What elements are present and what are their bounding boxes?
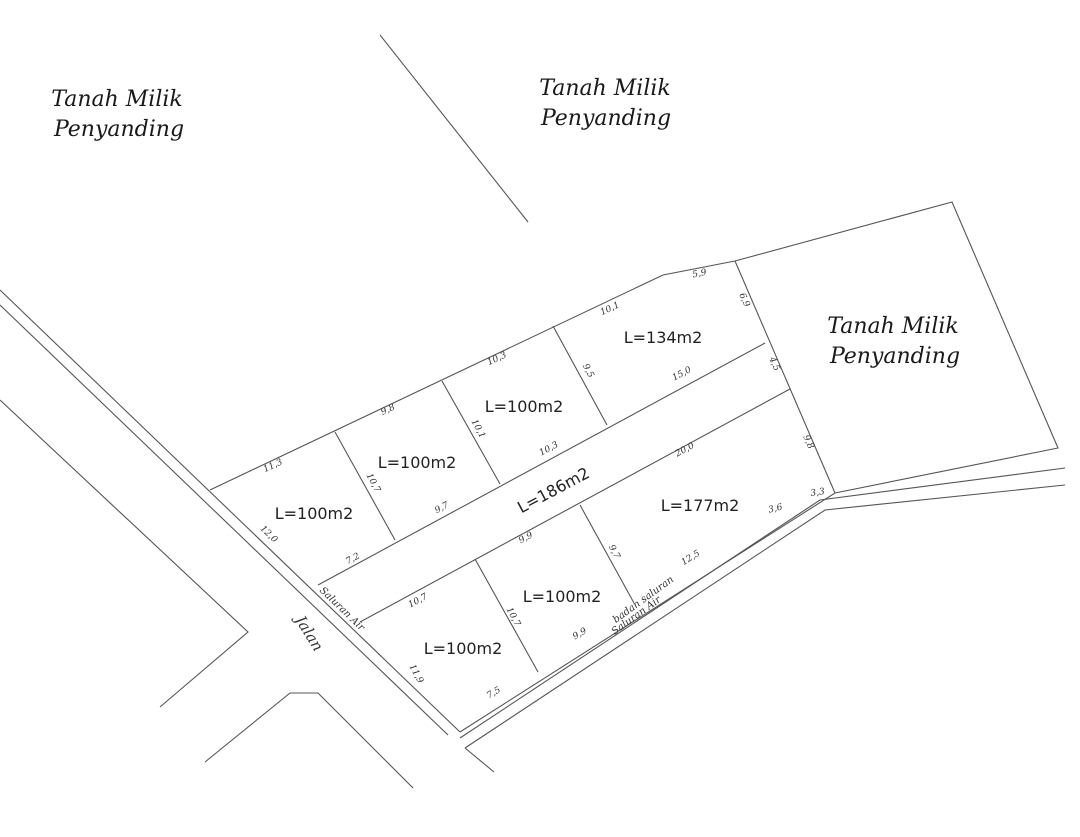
road-edge xyxy=(0,304,449,736)
neighbor-label-left-1: Tanah Milik xyxy=(51,87,183,112)
road-label-jalan: Jalan xyxy=(290,610,327,655)
dimension-label: 9,9 xyxy=(517,530,535,546)
dimension-label: 15,0 xyxy=(671,365,694,383)
lot-divider xyxy=(474,558,539,673)
neighbor-label-right-1: Tanah Milik xyxy=(827,314,959,339)
dimension-label: 7,5 xyxy=(485,685,503,701)
lot-area-lower-mid: L=100m2 xyxy=(523,587,602,606)
dimension-label: 3,6 xyxy=(767,502,784,515)
lot-area-upper-mid: L=100m2 xyxy=(485,397,564,416)
dimension-label: 9,7 xyxy=(606,543,622,561)
lot-area-upper-left: L=100m2 xyxy=(378,453,457,472)
lot-area-lower-left: L=100m2 xyxy=(424,639,503,658)
lot-area-177: L=177m2 xyxy=(661,496,740,515)
dimension-label: 11,9 xyxy=(407,663,425,686)
road-edge xyxy=(0,399,249,708)
neighbor-label-top-2: Penyanding xyxy=(540,106,671,131)
dimension-label: 9,5 xyxy=(580,362,596,380)
neighbor-label-right-2: Penyanding xyxy=(829,344,960,369)
lot-divider xyxy=(552,325,608,426)
dimension-label: 10,7 xyxy=(504,606,522,629)
lot-divider xyxy=(334,431,396,541)
dimension-label: 12,0 xyxy=(258,524,280,545)
road-edge xyxy=(204,692,414,789)
dimension-label: 9,7 xyxy=(433,500,451,516)
canal-label-left: Saluran Air xyxy=(317,585,367,634)
dimension-label: 11,3 xyxy=(262,457,285,475)
lot-divider xyxy=(441,380,501,485)
lot-area-corner: L=100m2 xyxy=(275,504,354,523)
dimension-label: 10,7 xyxy=(364,472,382,495)
dimension-label: 10,3 xyxy=(486,350,509,368)
canal-edge xyxy=(464,747,495,773)
dimension-label: 5,9 xyxy=(692,268,708,281)
boundary-line xyxy=(734,260,836,494)
dimension-label: 20,0 xyxy=(673,441,697,460)
neighbor-labels: Tanah Milik Penyanding Tanah Milik Penya… xyxy=(51,76,960,369)
dimension-label: 9,8 xyxy=(800,434,815,451)
boundary-line xyxy=(379,34,529,223)
dimension-label: 4,5 xyxy=(766,355,781,373)
internal-road-edge xyxy=(317,342,766,586)
boundary-lines xyxy=(0,34,1066,789)
lot-divider xyxy=(579,504,635,604)
dimension-label: 7,2 xyxy=(344,551,362,567)
road-edge xyxy=(0,289,461,733)
parcel-outline xyxy=(209,201,1059,733)
lot-area-134: L=134m2 xyxy=(624,328,703,347)
dimension-label: 3,3 xyxy=(810,487,826,499)
internal-road-edge xyxy=(359,388,791,623)
canal-edge xyxy=(459,467,1066,739)
canal-edge xyxy=(464,484,1066,749)
dimension-label: 10,1 xyxy=(599,300,621,318)
neighbor-label-top-1: Tanah Milik xyxy=(539,76,671,101)
dimension-label: 9,9 xyxy=(571,626,589,642)
neighbor-label-left-2: Penyanding xyxy=(53,117,184,142)
road-area-186: L=186m2 xyxy=(514,463,592,517)
dimension-label: 10,1 xyxy=(469,418,487,440)
dimension-label: 12,5 xyxy=(680,549,703,568)
dimension-label: 9,8 xyxy=(380,403,397,418)
